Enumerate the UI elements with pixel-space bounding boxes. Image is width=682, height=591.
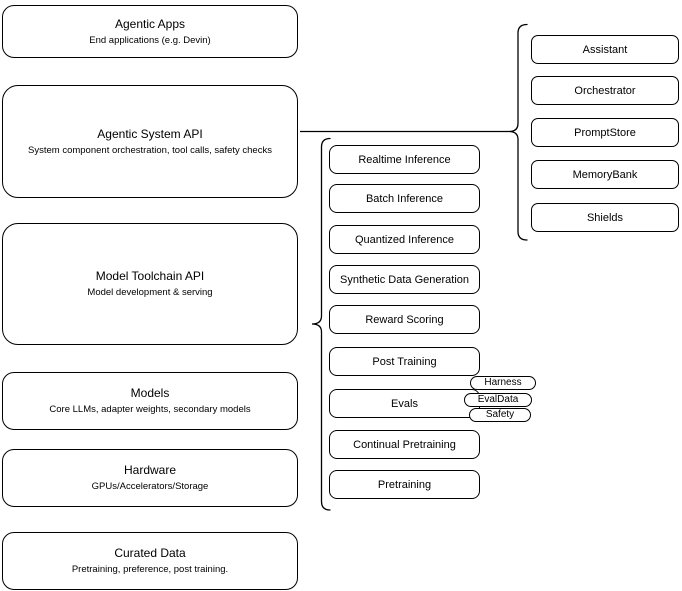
node-label: Quantized Inference bbox=[354, 233, 455, 246]
node-pretraining: Pretraining bbox=[329, 470, 480, 499]
node-orchestrator: Orchestrator bbox=[531, 76, 679, 105]
node-post-training: Post Training bbox=[329, 347, 480, 376]
node-title: Models bbox=[130, 386, 170, 400]
tag-label: Harness bbox=[484, 377, 522, 388]
system-group-brace bbox=[508, 23, 528, 241]
node-realtime-inference: Realtime Inference bbox=[329, 145, 480, 174]
node-title: Model Toolchain API bbox=[95, 269, 205, 283]
node-assistant: Assistant bbox=[531, 35, 679, 64]
node-synthetic-data-generation: Synthetic Data Generation bbox=[329, 265, 480, 294]
node-label: MemoryBank bbox=[572, 168, 638, 181]
node-agentic-system-api: Agentic System API System component orch… bbox=[2, 85, 298, 198]
node-subtitle: Model development & serving bbox=[87, 287, 213, 298]
node-label: Continual Pretraining bbox=[353, 438, 456, 451]
node-title: Hardware bbox=[123, 463, 177, 477]
node-subtitle: Core LLMs, adapter weights, secondary mo… bbox=[49, 404, 251, 415]
node-label: Orchestrator bbox=[574, 84, 636, 97]
node-models: Models Core LLMs, adapter weights, secon… bbox=[2, 372, 298, 430]
node-continual-pretraining: Continual Pretraining bbox=[329, 430, 480, 459]
node-hardware: Hardware GPUs/Accelerators/Storage bbox=[2, 449, 298, 507]
node-subtitle: Pretraining, preference, post training. bbox=[71, 564, 229, 575]
node-subtitle: End applications (e.g. Devin) bbox=[89, 34, 211, 46]
node-reward-scoring: Reward Scoring bbox=[329, 305, 480, 334]
node-label: Evals bbox=[391, 397, 418, 410]
node-shields: Shields bbox=[531, 203, 679, 232]
node-subtitle: GPUs/Accelerators/Storage bbox=[91, 481, 209, 492]
node-label: Assistant bbox=[582, 43, 628, 56]
node-promptstore: PromptStore bbox=[531, 118, 679, 147]
node-title: Curated Data bbox=[114, 546, 186, 560]
node-curated-data: Curated Data Pretraining, preference, po… bbox=[2, 532, 298, 590]
node-label: Shields bbox=[586, 211, 624, 224]
node-evals: Evals bbox=[329, 389, 480, 418]
node-quantized-inference: Quantized Inference bbox=[329, 225, 480, 254]
node-label: Reward Scoring bbox=[365, 313, 444, 326]
toolchain-group-brace bbox=[311, 137, 331, 511]
tag-safety: Safety bbox=[469, 408, 531, 422]
tag-label: Safety bbox=[485, 409, 515, 420]
tag-harness: Harness bbox=[470, 376, 536, 390]
node-memorybank: MemoryBank bbox=[531, 160, 679, 189]
node-label: Realtime Inference bbox=[358, 153, 451, 166]
node-subtitle: System component orchestration, tool cal… bbox=[28, 144, 272, 156]
node-label: Batch Inference bbox=[365, 192, 444, 205]
node-agentic-apps: Agentic Apps End applications (e.g. Devi… bbox=[2, 5, 298, 58]
node-label: Pretraining bbox=[377, 478, 432, 491]
node-label: Synthetic Data Generation bbox=[339, 273, 470, 286]
node-title: Agentic Apps bbox=[114, 16, 186, 31]
node-batch-inference: Batch Inference bbox=[329, 184, 480, 213]
tag-evaldata: EvalData bbox=[464, 393, 532, 407]
node-label: Post Training bbox=[372, 355, 437, 368]
node-model-toolchain-api: Model Toolchain API Model development & … bbox=[2, 223, 298, 345]
tag-label: EvalData bbox=[477, 394, 519, 405]
node-title: Agentic System API bbox=[97, 126, 203, 141]
node-label: PromptStore bbox=[574, 126, 636, 139]
